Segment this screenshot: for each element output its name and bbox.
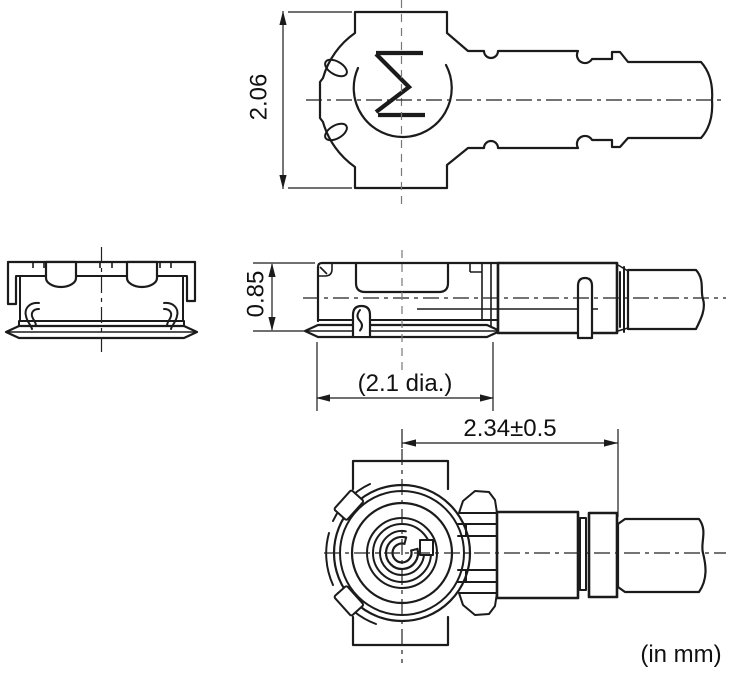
dim-label-flange-diameter: (2.1 dia.): [358, 370, 453, 397]
shoulder-lower: [458, 592, 498, 616]
front-view-left-hook: [6, 260, 18, 306]
front-view-clip-left: [24, 301, 40, 330]
bottom-view-inner-arc: [379, 529, 426, 576]
bottom-view-crimp-barrel: [495, 510, 580, 600]
side-view-clip-curl: [356, 309, 363, 332]
arrowhead-down: [268, 317, 276, 331]
side-view-cable: [626, 268, 705, 331]
bottom-view-ferrule-ring: [579, 517, 587, 591]
dim-label-outer-width: 2.06: [246, 74, 273, 121]
shoulder-bands: [457, 523, 498, 583]
side-view-right-details: [469, 263, 492, 327]
arrowhead-up: [279, 11, 287, 25]
side-view-clip: [351, 304, 372, 338]
front-view: [4, 247, 199, 352]
arrowhead-right: [480, 394, 494, 402]
arrowhead-up: [268, 263, 276, 277]
side-view: 0.85 (2.1 dia.): [243, 250, 726, 411]
side-view-body: [316, 261, 500, 334]
side-view-ferrule-rings: [619, 266, 625, 333]
front-view-walls: [19, 276, 184, 322]
front-view-contact-tab-right: [125, 260, 159, 289]
bottom-view-tab-top: [351, 459, 450, 491]
center-contact: [384, 535, 420, 571]
front-view-clip-right: [163, 301, 179, 330]
front-view-right-hook: [185, 260, 197, 303]
dimension-height: 0.85: [243, 262, 315, 332]
arrowhead-left: [402, 439, 416, 447]
top-view: 2.06: [246, 0, 726, 206]
ear-lug-lower: [324, 122, 348, 142]
murata-logo-icon: [352, 50, 453, 139]
top-view-body-outline: [318, 10, 714, 190]
dimension-flange-diameter: (2.1 dia.): [316, 342, 494, 411]
dimension-outer-width: 2.06: [246, 11, 352, 189]
dim-label-height: 0.85: [243, 271, 270, 318]
ear-lug-upper: [324, 58, 348, 78]
arrowhead-left: [316, 394, 330, 402]
bottom-view-cable: [616, 517, 707, 594]
side-view-corner-detail: [318, 263, 333, 277]
side-view-punched-tab: [576, 276, 594, 340]
bayonet-lug-upper: [333, 489, 365, 521]
bottom-view-tab-bottom: [351, 615, 450, 647]
arrowhead-down: [279, 175, 287, 189]
bottom-view-ferrule: [587, 511, 619, 599]
shoulder-upper: [458, 490, 498, 514]
front-view-contact-tab-left: [44, 260, 78, 289]
dimension-center-to-cable-end: 2.34±0.5: [401, 415, 619, 517]
side-view-cable-chamfers: [617, 264, 629, 332]
bottom-view-key-notch: [419, 539, 434, 556]
units-note: (in mm): [640, 641, 721, 668]
dim-label-center-to-cable-end: 2.34±0.5: [463, 415, 556, 442]
bottom-view: 2.34±0.5: [324, 415, 726, 663]
bayonet-lug-lower: [333, 585, 365, 617]
front-view-rim-ticks: [32, 262, 172, 268]
arrowhead-right: [604, 439, 618, 447]
